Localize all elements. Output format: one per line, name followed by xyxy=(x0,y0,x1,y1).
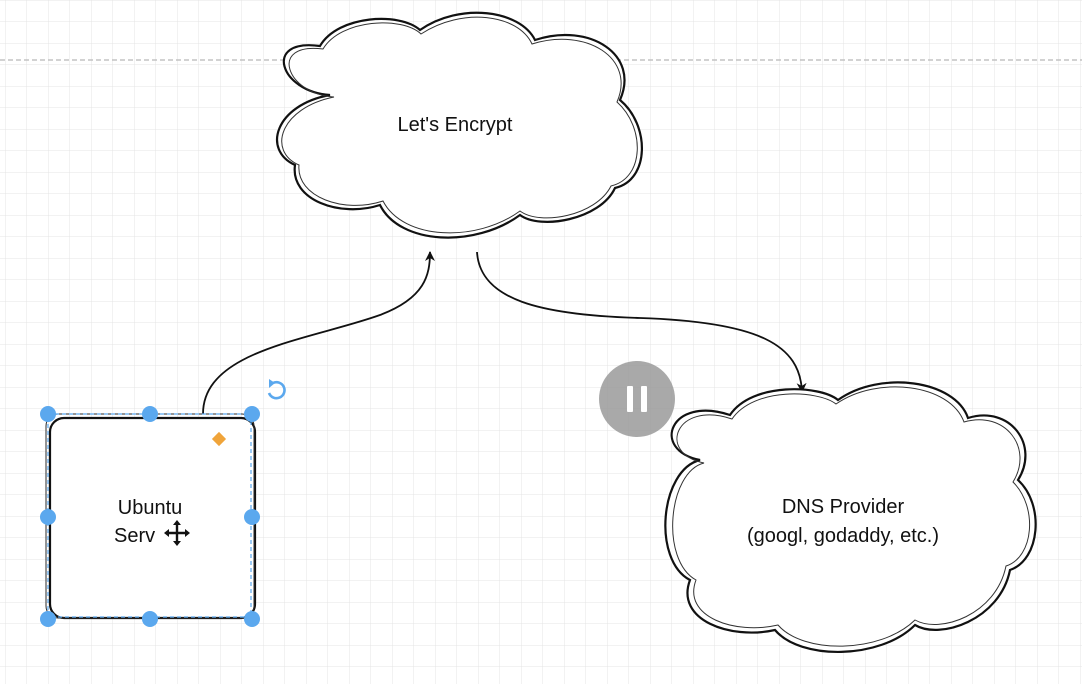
edge-ubuntu-to-letsencrypt[interactable] xyxy=(202,251,435,415)
resize-handle-ne[interactable] xyxy=(244,406,260,422)
cloud-lets-encrypt[interactable]: Let's Encrypt xyxy=(276,11,643,239)
selection-handles[interactable] xyxy=(40,406,260,627)
cloud-dns-provider-label-2: (googl, godaddy, etc.) xyxy=(747,525,939,547)
box-ubuntu-server-label-1: Ubuntu xyxy=(118,497,183,519)
cloud-dns-provider[interactable]: DNS Provider (googl, godaddy, etc.) xyxy=(664,381,1037,653)
resize-handle-se[interactable] xyxy=(244,611,260,627)
geometry-handle[interactable] xyxy=(211,431,227,447)
resize-handle-w[interactable] xyxy=(40,509,56,525)
move-cursor-icon xyxy=(164,520,190,546)
resize-handle-nw[interactable] xyxy=(40,406,56,422)
cloud-dns-provider-label-1: DNS Provider xyxy=(782,496,905,518)
box-ubuntu-server[interactable]: Ubuntu Serv xyxy=(45,413,257,620)
box-ubuntu-server-label-2: Serv xyxy=(114,525,155,547)
cloud-lets-encrypt-label: Let's Encrypt xyxy=(398,114,513,136)
pause-icon[interactable] xyxy=(599,361,675,437)
resize-handle-e[interactable] xyxy=(244,509,260,525)
resize-handle-n[interactable] xyxy=(142,406,158,422)
rotate-icon[interactable] xyxy=(267,379,286,400)
resize-handle-s[interactable] xyxy=(142,611,158,627)
resize-handle-sw[interactable] xyxy=(40,611,56,627)
edge-letsencrypt-to-dns[interactable] xyxy=(476,251,807,393)
